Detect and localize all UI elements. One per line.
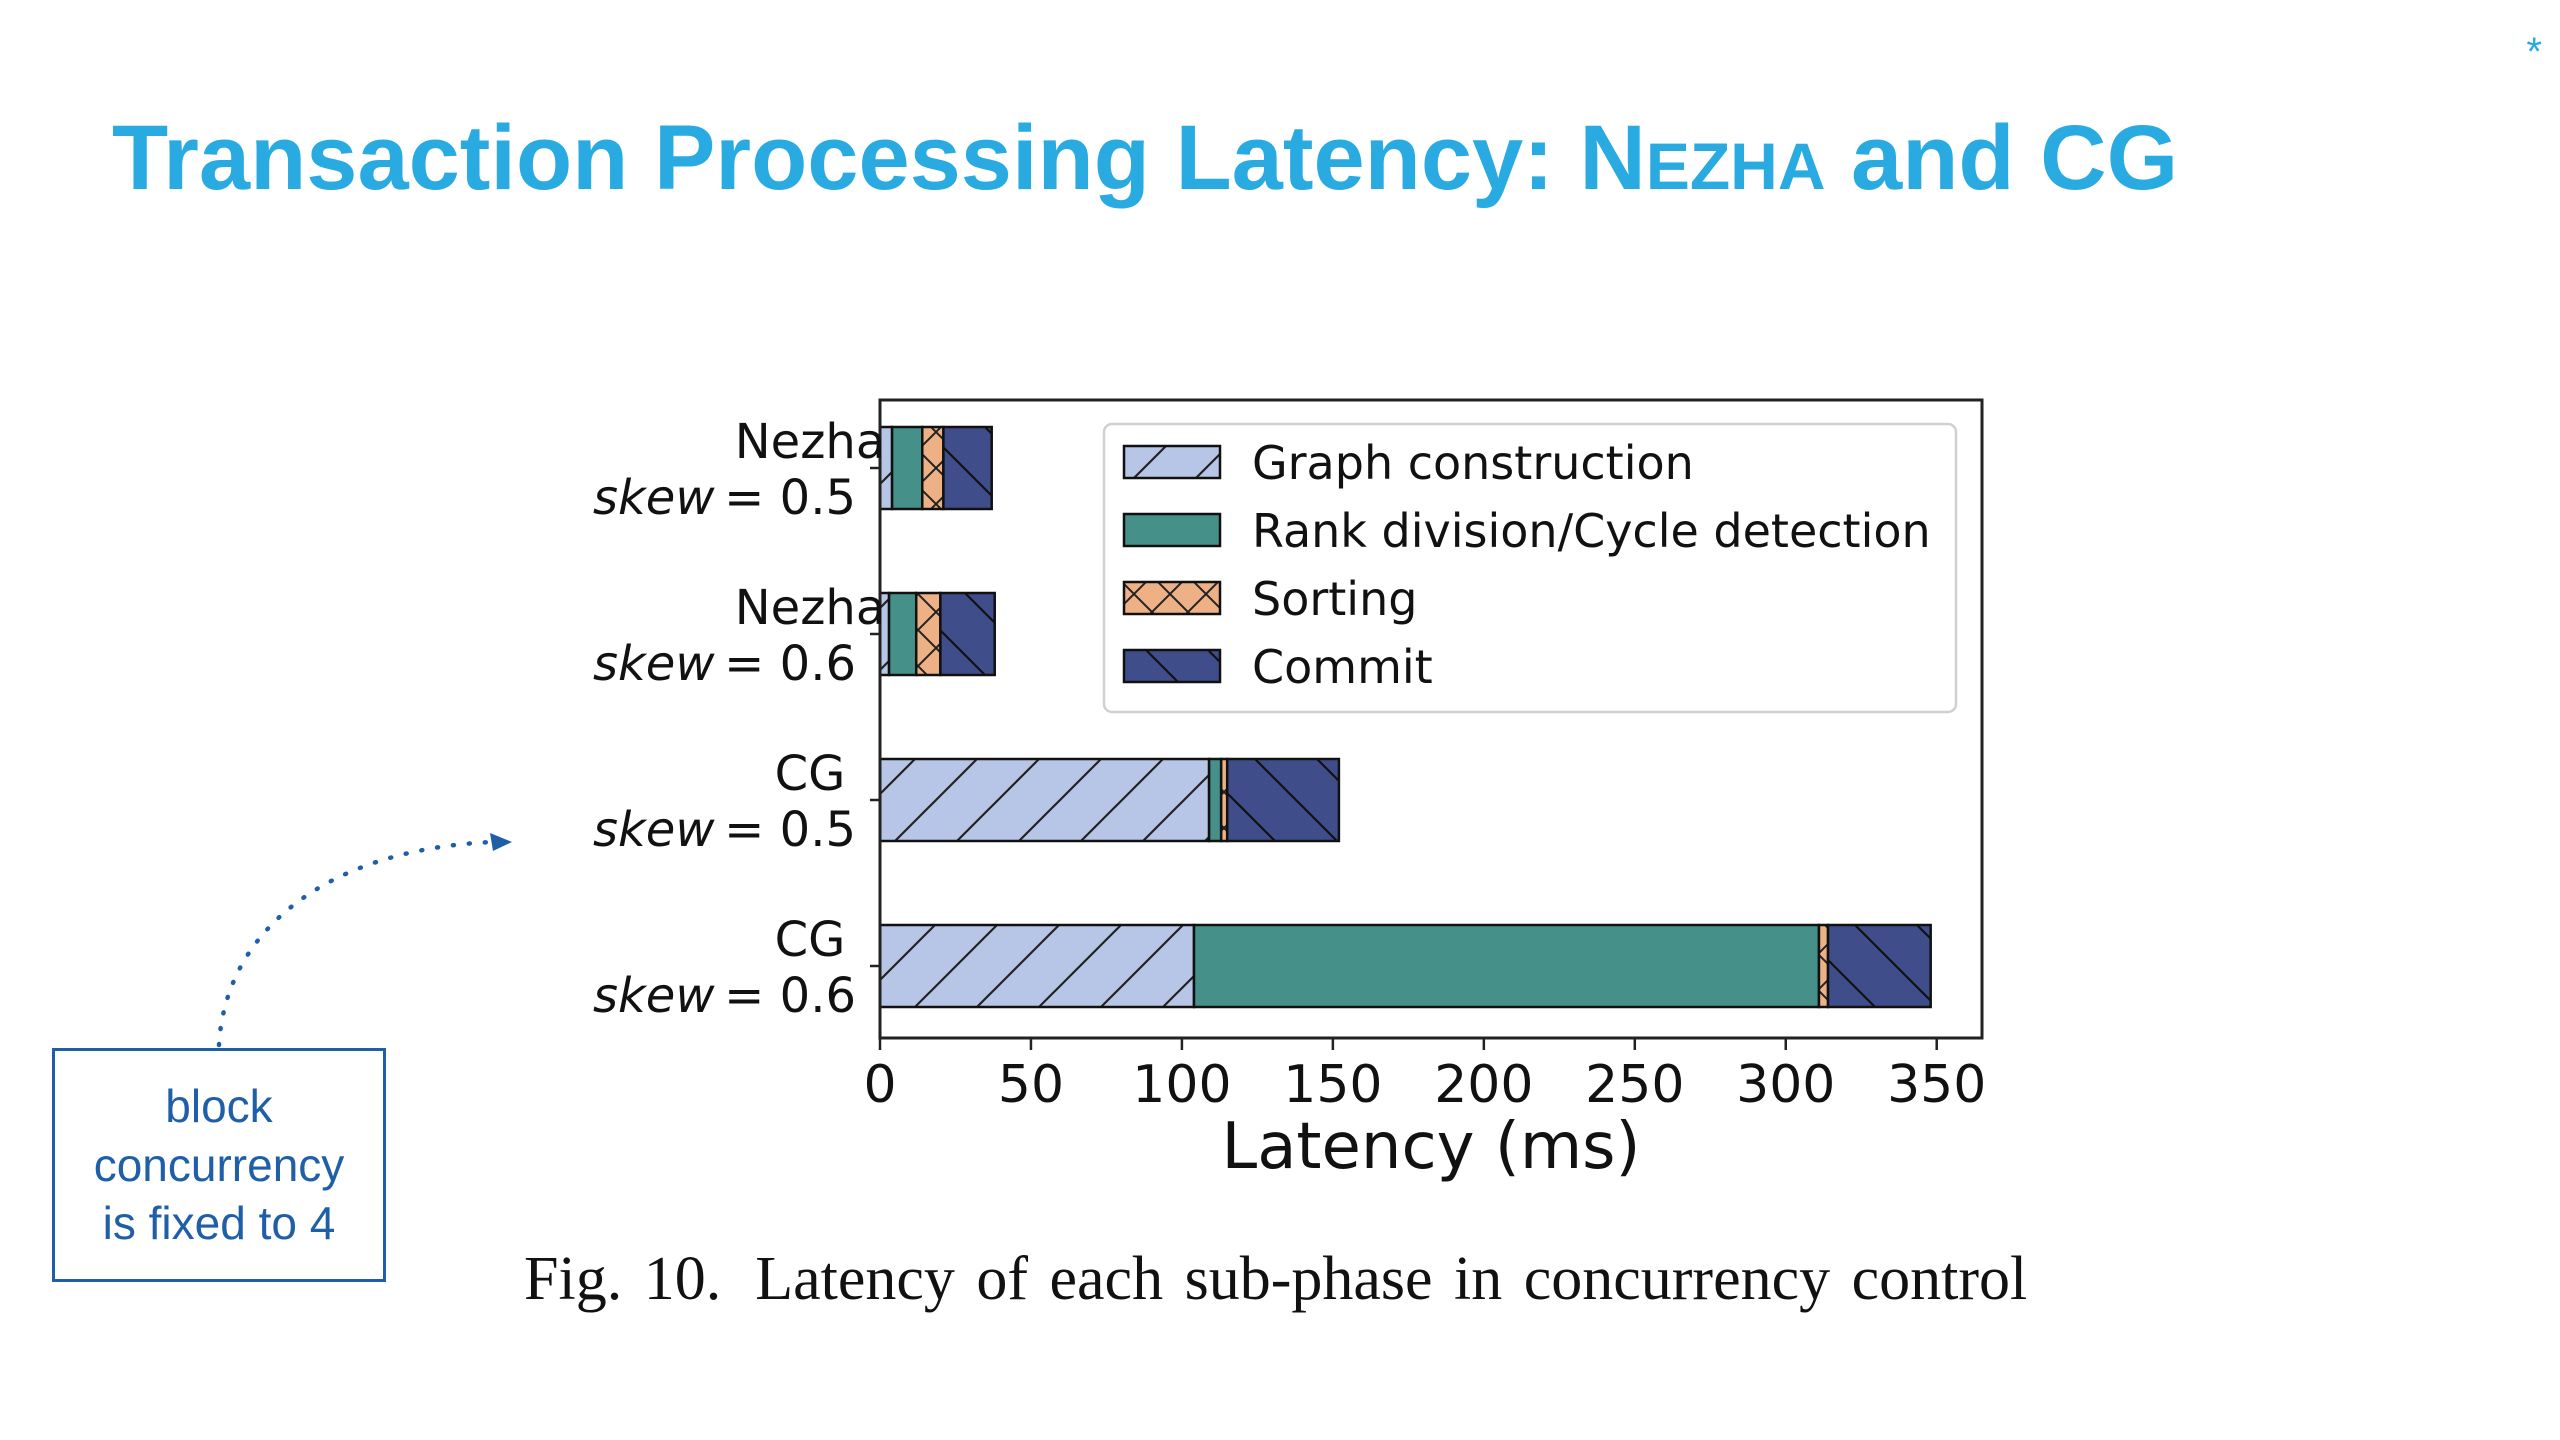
legend-swatch-hatch-0 (1124, 446, 1220, 478)
skew-word: skew (593, 968, 715, 1024)
figure-caption: Fig. 10. Latency of each sub-phase in con… (524, 1244, 2027, 1315)
bar-0-series-1 (892, 427, 923, 509)
bar-hatch-3-series-2 (1818, 925, 1829, 1007)
legend-box (1102, 422, 1958, 714)
legend-label-0: Graph construction (1252, 436, 1694, 490)
bar-outline-2-series-3 (1225, 757, 1341, 843)
title-suffix: and CG (1825, 107, 2179, 209)
category-skew-0: skew = 0.5 (593, 470, 856, 526)
skew-value: = 0.6 (715, 636, 856, 692)
corner-mark: * (2526, 30, 2542, 74)
bar-outline-1-series-3 (939, 591, 996, 677)
skew-word: skew (593, 636, 715, 692)
legend-swatch-outline-2 (1122, 580, 1222, 616)
skew-value: = 0.5 (715, 802, 856, 858)
legend-swatch-hatch-2 (1124, 582, 1220, 614)
category-label-3: CG (775, 912, 846, 968)
bar-hatch-0-series-3 (943, 427, 992, 509)
x-axis-label: Latency (ms) (1222, 1110, 1641, 1184)
bar-2-series-1 (1209, 759, 1222, 841)
caption-text: Latency of each sub-phase in concurrency… (755, 1245, 2028, 1313)
category-label-1: Nezha (735, 580, 885, 636)
x-tick-label-7: 350 (1887, 1055, 1986, 1115)
bar-hatch-1-series-0 (880, 593, 890, 675)
callout-arrow (216, 833, 512, 1048)
legend-swatch-hatch-3 (1124, 650, 1220, 682)
x-tick-label-1: 50 (998, 1055, 1064, 1115)
callout-line-2: concurrency (93, 1138, 345, 1191)
bar-outline-3-series-3 (1826, 923, 1932, 1009)
skew-value: = 0.6 (715, 968, 856, 1024)
bar-outline-0-series-3 (942, 425, 993, 511)
title-prefix: Transaction Processing Latency: (112, 107, 1580, 209)
category-skew-1: skew = 0.6 (593, 636, 856, 692)
category-skew-2: skew = 0.5 (593, 802, 856, 858)
legend-swatch-1 (1124, 514, 1220, 546)
x-tick-label-0: 0 (863, 1055, 896, 1115)
skew-word: skew (593, 470, 715, 526)
x-tick-label-3: 150 (1283, 1055, 1382, 1115)
legend-label-3: Commit (1252, 640, 1433, 694)
bar-3-series-1 (1193, 925, 1819, 1007)
bar-hatch-1-series-3 (940, 593, 995, 675)
title-nezha-rest: EZHA (1645, 129, 1826, 203)
x-tick-label-2: 100 (1132, 1055, 1231, 1115)
legend-label-1: Rank division/Cycle detection (1252, 504, 1931, 558)
concurrency-callout: block concurrency is fixed to 4 (52, 1048, 386, 1282)
title-nezha-initial: N (1579, 107, 1646, 209)
callout-line-1: block (165, 1079, 273, 1132)
bar-hatch-3-series-0 (880, 925, 1194, 1007)
caption-number: Fig. 10. (524, 1245, 722, 1313)
skew-word: skew (593, 802, 715, 858)
legend-label-2: Sorting (1252, 572, 1417, 626)
legend-swatch-outline-1 (1122, 512, 1222, 548)
bar-hatch-2-series-2 (1221, 759, 1228, 841)
bar-hatch-1-series-2 (916, 593, 941, 675)
x-tick-label-5: 250 (1585, 1055, 1684, 1115)
skew-value: = 0.5 (715, 470, 856, 526)
callout-line-3: is fixed to 4 (102, 1197, 336, 1250)
x-tick-label-6: 300 (1736, 1055, 1835, 1115)
bar-hatch-0-series-0 (880, 427, 893, 509)
legend-swatch-outline-0 (1122, 444, 1222, 480)
bar-hatch-0-series-2 (922, 427, 944, 509)
slide-title: Transaction Processing Latency: NEZHA an… (112, 112, 2178, 204)
plot-frame (878, 398, 1984, 1040)
legend-swatch-outline-3 (1122, 648, 1222, 684)
x-tick-label-4: 200 (1434, 1055, 1533, 1115)
bars-layer (878, 425, 1932, 1009)
category-skew-3: skew = 0.6 (593, 968, 856, 1024)
bar-hatch-2-series-0 (880, 759, 1210, 841)
category-label-2: CG (775, 746, 846, 802)
bar-1-series-1 (889, 593, 917, 675)
bar-hatch-2-series-3 (1227, 759, 1339, 841)
bar-hatch-3-series-3 (1828, 925, 1931, 1007)
category-label-0: Nezha (735, 414, 885, 470)
